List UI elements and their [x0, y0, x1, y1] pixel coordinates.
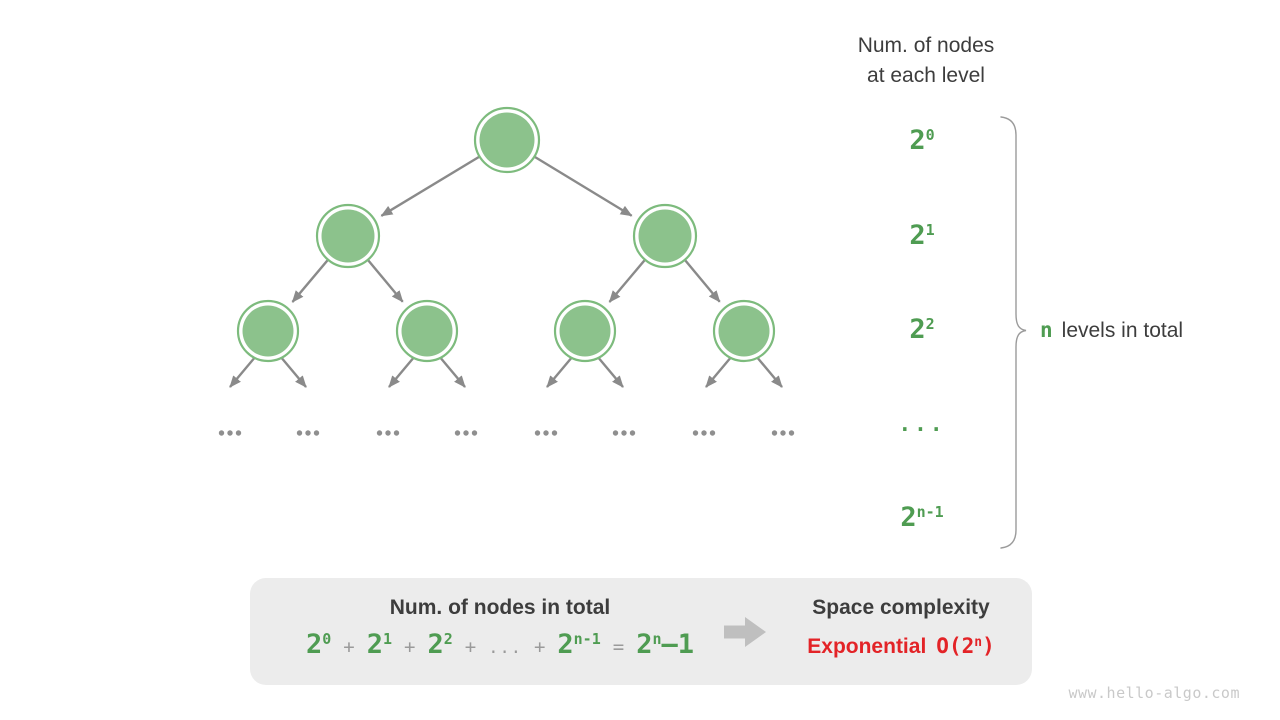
level-label-last: 2n-1: [860, 501, 984, 535]
tree-node: [638, 209, 692, 263]
ellipsis-dot: [621, 430, 627, 436]
ellipsis-dot: [385, 430, 391, 436]
ellipsis-dot: [463, 430, 469, 436]
formula-token: 22: [427, 629, 453, 660]
level-label-exponent: n-1: [916, 503, 944, 521]
tree-node: [479, 112, 535, 168]
formula-token: +: [404, 636, 416, 658]
formula-token: 2n-1: [557, 629, 601, 660]
ellipsis-dot: [709, 430, 716, 436]
tree-stub-edge: [755, 355, 783, 388]
ellipsis-dot: [218, 430, 225, 436]
tree-node: [559, 305, 611, 357]
tree-nodes: [236, 106, 776, 363]
tree-stub-edge: [279, 355, 307, 388]
level-label-1: 21: [860, 219, 984, 253]
brace-label: n levels in total: [1040, 313, 1183, 348]
formula-token: +: [464, 636, 477, 658]
summary-left: Num. of nodes in total 20 +21 +22 +... +2n-1…: [280, 594, 720, 664]
ellipsis-dot: [296, 430, 303, 436]
tree-stub-edge: [596, 355, 624, 388]
formula-token: ...: [488, 638, 522, 658]
formula-token: =: [612, 636, 625, 658]
level-label-base: ...: [898, 412, 946, 436]
level-label-exponent: 0: [925, 126, 935, 144]
ellipsis-dot: [543, 430, 549, 436]
tree-stub-edge: [388, 355, 416, 388]
formula-token: 21: [366, 629, 393, 660]
ellipsis-dot: [551, 430, 558, 436]
complexity-value: Exponential O(2n): [770, 631, 1032, 662]
arrow-right-icon: [724, 617, 766, 647]
ellipsis-dot: [393, 430, 400, 436]
big-o-notation: O(2n): [936, 634, 994, 658]
ellipsis-dot: [227, 430, 233, 436]
ellipsis-dot: [305, 430, 311, 436]
ellipsis-dot: [454, 430, 461, 436]
big-o-exponent: n: [974, 635, 983, 650]
summary-right: Space complexity Exponential O(2n): [770, 594, 1032, 662]
formula-token: +: [343, 636, 355, 658]
formula-token: 20: [305, 629, 332, 660]
ellipsis-dot: [313, 430, 320, 436]
ellipsis-dot: [780, 430, 786, 436]
level-label-base: 2: [909, 125, 926, 156]
formula-token: 2n–1: [636, 629, 695, 660]
ellipsis-dot: [701, 430, 707, 436]
column-header: Num. of nodes at each level: [818, 31, 1034, 91]
tree-node: [242, 305, 294, 357]
level-label-exponent: 1: [925, 221, 935, 239]
column-header-line2: at each level: [867, 64, 985, 87]
tree-stub-edge: [546, 355, 574, 388]
tree-node: [321, 209, 375, 263]
level-label-base: 2: [900, 502, 917, 533]
ellipsis-dot: [534, 430, 541, 436]
level-label-ellipsis: ...: [860, 407, 984, 441]
ellipsis-dot: [235, 430, 242, 436]
tree-stub-edge: [438, 355, 466, 388]
ellipsis-dot: [629, 430, 636, 436]
big-o-suffix: ): [982, 634, 995, 658]
summary-box: Num. of nodes in total 20 +21 +22 +... +2n-1…: [250, 578, 1032, 685]
ellipsis-dot: [612, 430, 619, 436]
tree-edges: [229, 138, 783, 388]
total-nodes-title: Num. of nodes in total: [389, 596, 611, 619]
tree-node: [401, 305, 453, 357]
level-label-base: 2: [909, 220, 926, 251]
n-variable: n: [1040, 318, 1053, 342]
ellipsis-dot: [771, 430, 778, 436]
big-o-prefix: O(2: [936, 634, 975, 658]
brace-label-text: levels in total: [1061, 319, 1184, 342]
tree-stub-edge: [229, 355, 257, 388]
ellipsis-dot: [788, 430, 795, 436]
ellipsis-dot: [376, 430, 383, 436]
level-label-base: 2: [909, 314, 926, 345]
formula-token: +: [533, 636, 546, 658]
space-complexity-title: Space complexity: [812, 596, 990, 619]
complexity-word: Exponential: [807, 635, 927, 658]
level-label-exponent: 2: [925, 315, 935, 333]
column-header-line1: Num. of nodes: [857, 34, 995, 57]
tree-stub-edge: [705, 355, 733, 388]
watermark: www.hello-algo.com: [1068, 684, 1240, 702]
curly-brace: [1000, 116, 1027, 549]
level-label-0: 20: [860, 124, 984, 158]
formula: 20 +21 +22 +... +2n-1 = 2n–1: [280, 629, 720, 664]
ellipsis-dot: [471, 430, 478, 436]
ellipsis-dot: [692, 430, 699, 436]
level-label-2: 22: [860, 313, 984, 347]
tree-ellipsis-dots: [218, 430, 795, 436]
tree-node: [718, 305, 770, 357]
